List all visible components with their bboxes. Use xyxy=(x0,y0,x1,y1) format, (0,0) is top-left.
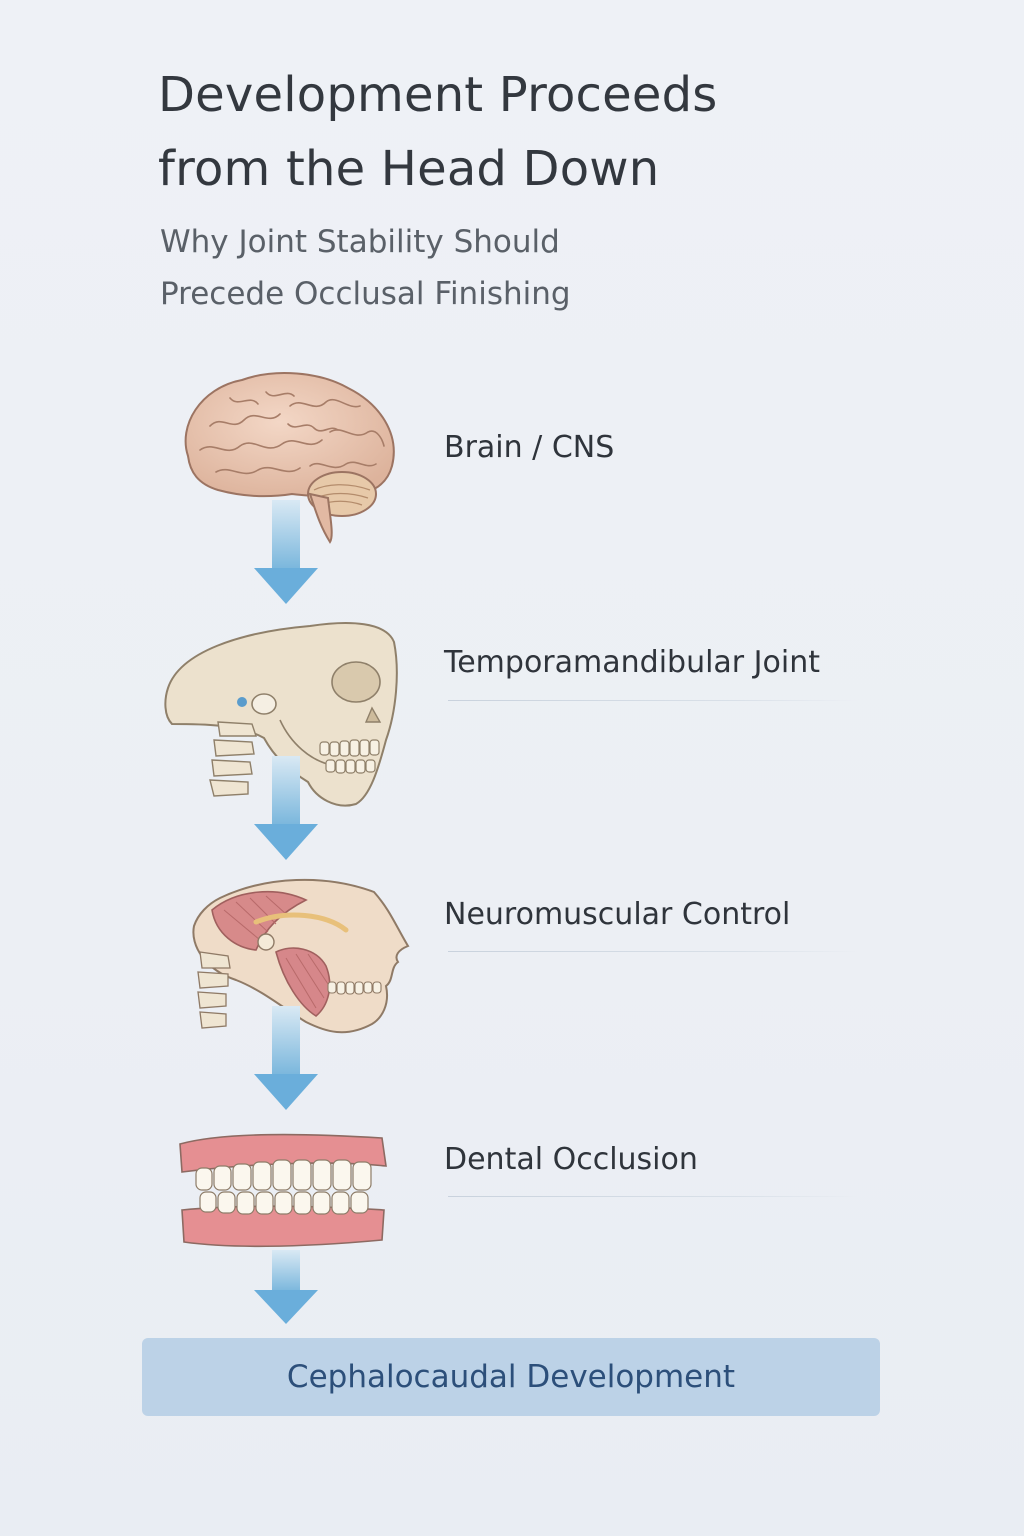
summary-banner-label: Cephalocaudal Development xyxy=(287,1359,735,1395)
down-arrow-icon xyxy=(252,1250,320,1328)
step-label-tmj: Temporamandibular Joint xyxy=(444,645,820,680)
down-arrow-icon xyxy=(252,756,320,862)
down-arrow-icon xyxy=(252,1006,320,1112)
step-label-brain: Brain / CNS xyxy=(444,430,614,465)
step-label-neuromuscular: Neuromuscular Control xyxy=(444,897,790,932)
divider-line xyxy=(448,951,858,952)
divider-line xyxy=(448,1196,858,1197)
down-arrow-icon xyxy=(252,500,320,606)
dentition-icon xyxy=(176,1130,390,1250)
step-label-dental: Dental Occlusion xyxy=(444,1142,698,1177)
divider-line xyxy=(448,700,858,701)
summary-banner: Cephalocaudal Development xyxy=(142,1338,880,1416)
